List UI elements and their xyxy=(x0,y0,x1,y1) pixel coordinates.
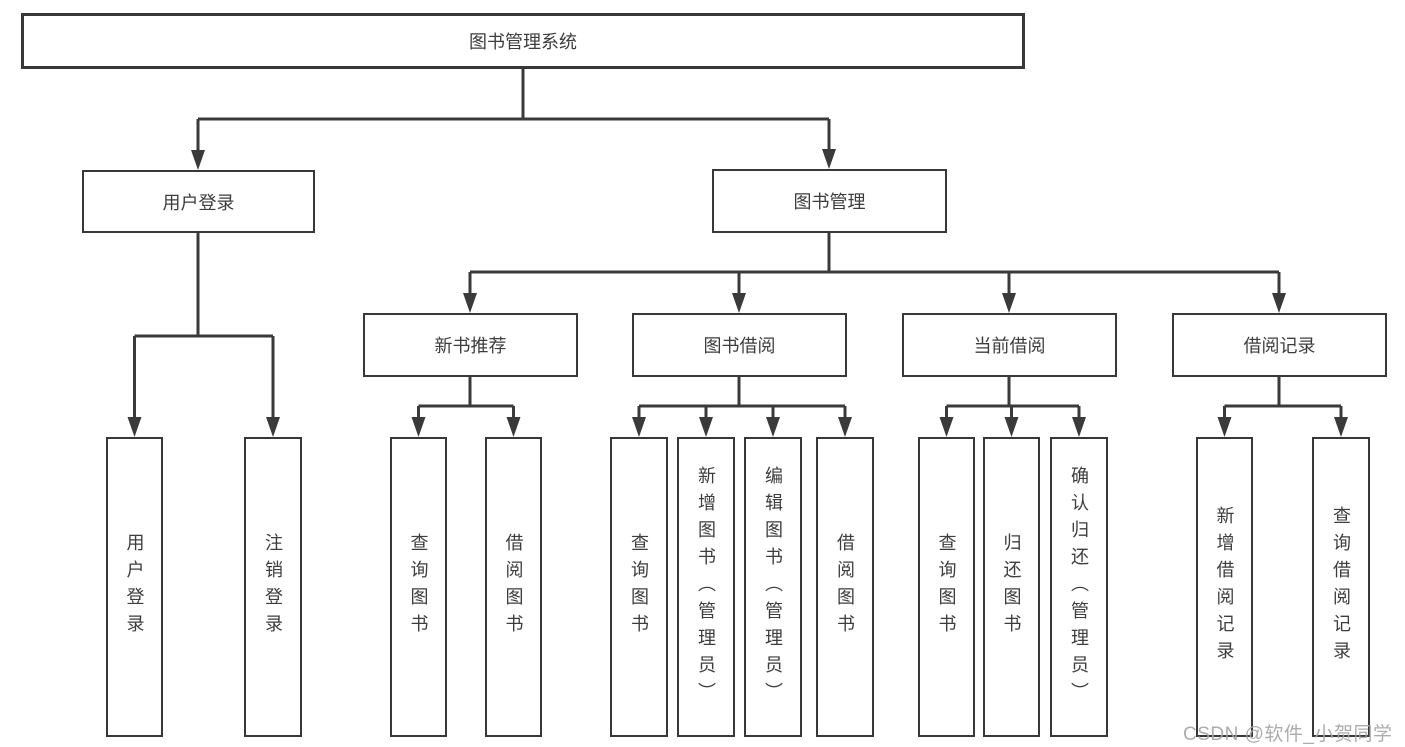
leaf-query-books-newbook-label: 查询图书 xyxy=(408,533,429,641)
leaf-borrow-books-borrow: 借阅图书 xyxy=(816,437,874,737)
node-book-borrowing: 图书借阅 xyxy=(632,313,847,377)
leaf-user-login-label: 用户登录 xyxy=(124,533,145,641)
leaf-borrow-books-newbook: 借阅图书 xyxy=(485,437,542,737)
leaf-add-books-admin-label: 新增图书（管理员） xyxy=(696,465,716,709)
leaf-borrow-books-newbook-label: 借阅图书 xyxy=(503,533,524,641)
node-user-login-label: 用户登录 xyxy=(162,192,235,213)
leaf-logout-label: 注销登录 xyxy=(263,533,283,641)
node-book-management: 图书管理 xyxy=(712,169,947,233)
leaf-query-books-newbook: 查询图书 xyxy=(390,437,447,737)
leaf-edit-books-admin: 编辑图书（管理员） xyxy=(744,437,802,737)
leaf-query-books-borrow: 查询图书 xyxy=(610,437,668,737)
leaf-logout: 注销登录 xyxy=(244,437,302,737)
leaf-add-books-admin: 新增图书（管理员） xyxy=(677,437,735,737)
node-current-borrowing: 当前借阅 xyxy=(902,313,1117,377)
leaf-edit-books-admin-label: 编辑图书（管理员） xyxy=(763,465,783,709)
leaf-add-borrow-record-label: 新增借阅记录 xyxy=(1214,506,1235,668)
node-book-borrowing-label: 图书借阅 xyxy=(703,336,776,356)
leaf-query-borrow-record-label: 查询借阅记录 xyxy=(1331,506,1351,668)
leaf-query-books-borrow-label: 查询图书 xyxy=(629,533,649,641)
leaf-return-books-label: 归还图书 xyxy=(1001,533,1022,641)
node-new-book-recommendation: 新书推荐 xyxy=(363,313,578,377)
node-current-borrowing-label: 当前借阅 xyxy=(973,336,1046,356)
leaf-return-books: 归还图书 xyxy=(983,437,1040,737)
leaf-borrow-books-borrow-label: 借阅图书 xyxy=(835,533,855,641)
node-borrowing-records-label: 借阅记录 xyxy=(1243,336,1316,356)
node-root-label: 图书管理系统 xyxy=(469,32,577,52)
leaf-query-borrow-record: 查询借阅记录 xyxy=(1312,437,1370,737)
node-borrowing-records: 借阅记录 xyxy=(1172,313,1387,377)
node-user-login: 用户登录 xyxy=(82,170,315,233)
node-new-book-recommendation-label: 新书推荐 xyxy=(434,336,507,356)
leaf-query-books-current-label: 查询图书 xyxy=(936,533,957,641)
connector-lines xyxy=(133,69,1343,419)
leaf-query-books-current: 查询图书 xyxy=(918,437,975,737)
node-book-management-label: 图书管理 xyxy=(793,192,866,212)
leaf-confirm-return-admin-label: 确认归还（管理员） xyxy=(1069,465,1089,709)
leaf-user-login: 用户登录 xyxy=(106,437,163,737)
leaf-add-borrow-record: 新增借阅记录 xyxy=(1196,437,1253,737)
csdn-watermark: CSDN @软件_小贺同学 xyxy=(1183,724,1393,745)
leaf-confirm-return-admin: 确认归还（管理员） xyxy=(1050,437,1108,737)
arrowhead-icons xyxy=(127,149,1348,437)
node-root: 图书管理系统 xyxy=(21,13,1025,69)
